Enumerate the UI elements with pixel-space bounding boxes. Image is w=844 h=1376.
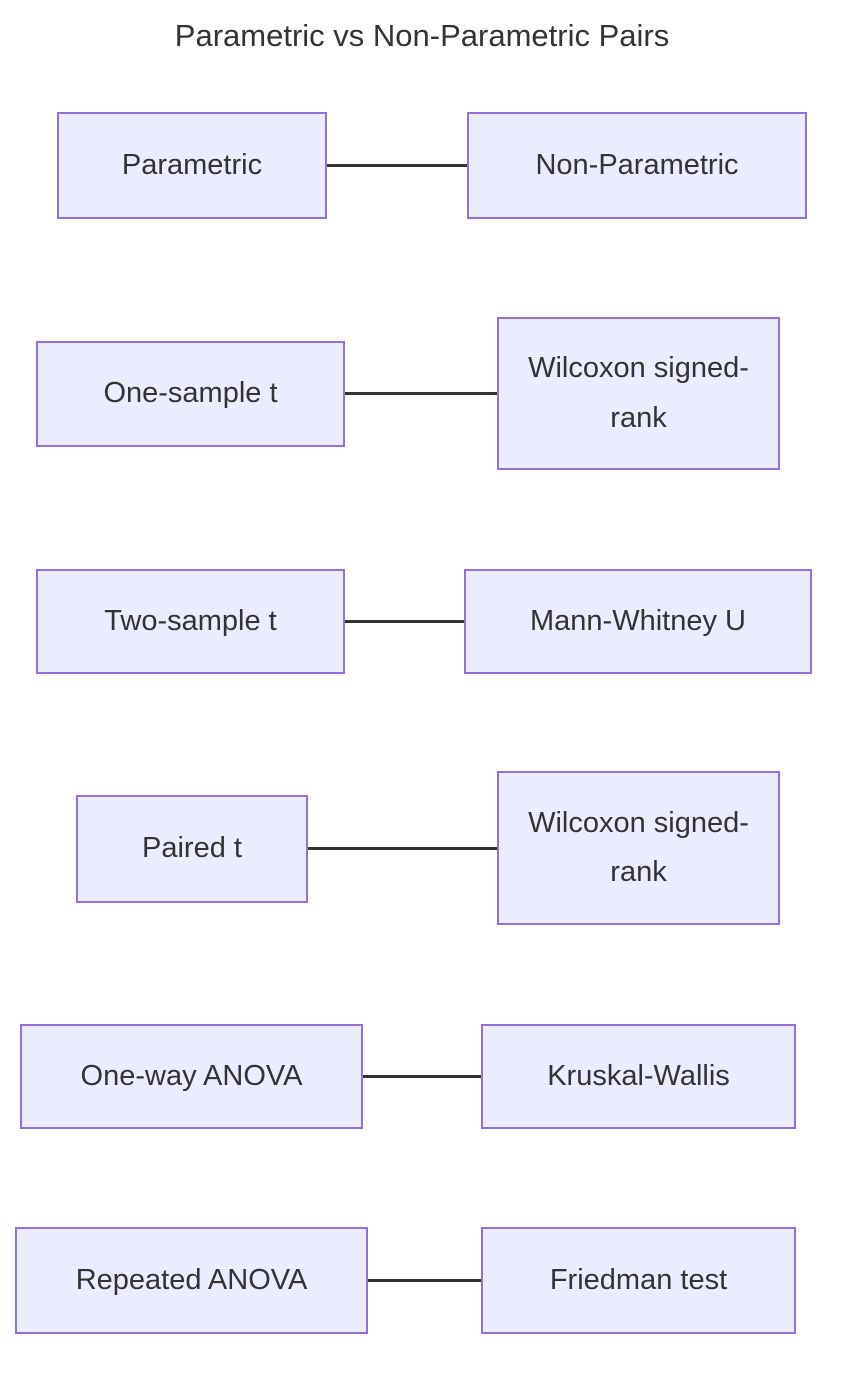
node-repeated-anova: Repeated ANOVA [15, 1227, 368, 1334]
node-friedman-test: Friedman test [481, 1227, 796, 1334]
node-label: Kruskal-Wallis [547, 1059, 730, 1092]
node-kruskal-wallis: Kruskal-Wallis [481, 1024, 796, 1129]
node-mann-whitney-u: Mann-Whitney U [464, 569, 812, 674]
node-non-parametric: Non-Parametric [467, 112, 807, 219]
node-label: Wilcoxon signed-rank [528, 806, 749, 888]
node-wilcoxon-signed-rank-1: Wilcoxon signed-rank [497, 317, 780, 470]
node-label: Repeated ANOVA [75, 1263, 308, 1296]
diagram-title: Parametric vs Non-Parametric Pairs [174, 18, 670, 53]
node-label: Mann-Whitney U [530, 604, 746, 637]
node-label: Wilcoxon signed-rank [528, 352, 749, 434]
edge-repeated-anova-pair [368, 1279, 481, 1282]
node-parametric: Parametric [57, 112, 327, 219]
node-wilcoxon-signed-rank-2: Wilcoxon signed-rank [497, 771, 780, 925]
edge-paired-pair [308, 847, 497, 850]
node-paired-t: Paired t [76, 795, 308, 903]
node-two-sample-t: Two-sample t [36, 569, 345, 674]
node-one-way-anova: One-way ANOVA [20, 1024, 363, 1129]
edge-two-sample-pair [345, 620, 464, 623]
edge-anova-pair [363, 1075, 481, 1078]
edge-one-sample-pair [345, 392, 497, 395]
node-label: Paired t [142, 832, 242, 865]
node-label: Non-Parametric [535, 148, 739, 181]
node-label: Parametric [121, 148, 263, 181]
node-label: Two-sample t [104, 604, 277, 637]
node-one-sample-t: One-sample t [36, 341, 345, 447]
node-label: One-way ANOVA [80, 1059, 303, 1092]
node-label: One-sample t [103, 377, 278, 410]
edge-parametric-pair [327, 164, 467, 167]
node-label: Friedman test [549, 1263, 728, 1296]
